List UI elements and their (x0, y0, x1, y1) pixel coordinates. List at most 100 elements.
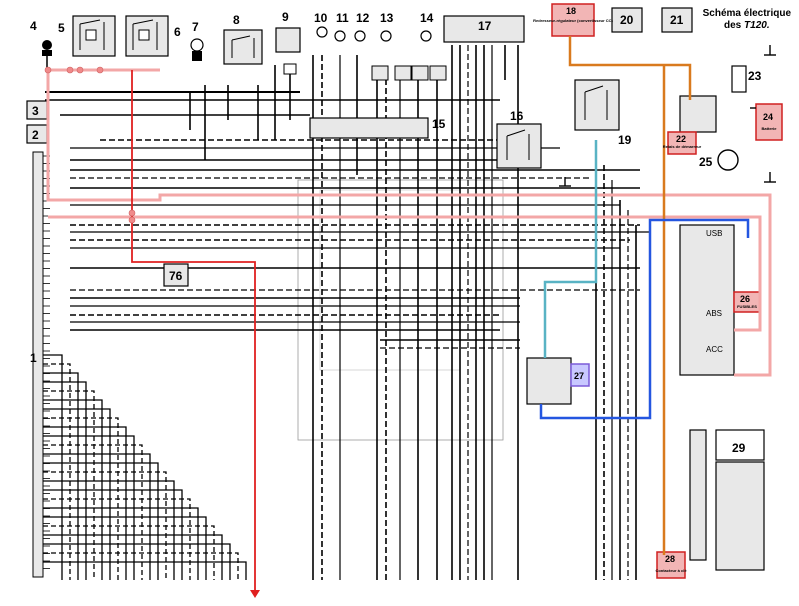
component-descriptions: Redresseur-régulateur (convertisseur CC)… (533, 18, 777, 573)
relay-27-label-box (570, 363, 590, 387)
connector-17-block (443, 15, 525, 43)
label-comp-21: 21 (670, 13, 684, 27)
connectors-10-14 (371, 65, 447, 81)
component-76-box (163, 263, 189, 287)
label-comp-14: 14 (420, 11, 434, 25)
left-staircase-wires (43, 354, 247, 580)
staircase-wire (43, 372, 79, 580)
staircase-wire (43, 462, 159, 580)
component-9-connector (283, 63, 297, 75)
staircase-wire (43, 480, 175, 580)
colored-wires (46, 36, 772, 595)
bulbs-10-14 (316, 26, 432, 42)
relay-27-box (526, 357, 572, 405)
component-20-box (611, 7, 643, 33)
label-comp-24: 24 (763, 112, 773, 122)
staircase-wire (43, 354, 63, 580)
label-comp-16: 16 (510, 109, 524, 123)
relay-8-box (223, 29, 263, 65)
starter-relay-box (679, 95, 717, 133)
bulb-7-symbol (190, 38, 204, 61)
component-15-box (309, 117, 429, 139)
staircase-wire (43, 399, 103, 580)
label-comp-2: 2 (32, 128, 39, 142)
title-line-2: des T120. (703, 20, 791, 32)
desc-comp-22: Relais de démarreur (663, 144, 702, 149)
label-comp-4: 4 (30, 19, 37, 33)
connector-1-block (32, 151, 44, 578)
pink-wire-2 (48, 215, 762, 332)
staircase-wire (43, 525, 215, 580)
label-comp-12: 12 (356, 11, 370, 25)
component-29-grid (715, 461, 765, 571)
cyan-wire (543, 140, 598, 358)
staircase-wire (43, 543, 231, 580)
label-comp-5: 5 (58, 21, 65, 35)
label-comp-11: 11 (336, 11, 349, 25)
label-comp-13: 13 (380, 11, 394, 25)
label-comp-22: 22 (676, 134, 686, 144)
label-comp-18: 18 (566, 6, 576, 16)
staircase-wire (43, 408, 111, 580)
ignition-label-box (656, 551, 686, 579)
horn-symbol (42, 40, 52, 70)
starter-motor-symbol (717, 149, 739, 171)
label-comp-23: 23 (748, 69, 762, 83)
relay-5-coil (85, 29, 97, 41)
component-18-box (551, 3, 595, 37)
staircase-wire (43, 381, 87, 580)
component-22-label-box (667, 131, 697, 155)
relay-6-switch (132, 19, 158, 50)
staircase-wire (43, 444, 143, 580)
label-comp-6: 6 (174, 25, 181, 39)
label-comp-20: 20 (620, 13, 634, 27)
label-comp-15: 15 (432, 117, 446, 131)
desc-comp-26: FUSIBLES (737, 304, 757, 309)
label-comp-27: 27 (574, 371, 584, 381)
staircase-wire (43, 552, 239, 580)
label-comp-1: 1 (30, 351, 37, 365)
staircase-wire (43, 534, 223, 580)
label-comp-17: 17 (478, 19, 492, 33)
relay-5-switch (79, 19, 105, 50)
junction-dots (44, 66, 136, 224)
relay-16-box (496, 123, 542, 169)
desc-comp-28: Contacteur à clé (655, 568, 687, 573)
relay-16-switch (506, 129, 530, 160)
label-comp-25: 25 (699, 155, 713, 169)
label-comp-9: 9 (282, 10, 289, 24)
red-wire-arrow (250, 590, 260, 598)
vertical-harness (189, 45, 637, 580)
fuse-label-usb: USB (706, 229, 722, 238)
relay-8-switch (231, 35, 255, 58)
label-comp-8: 8 (233, 13, 240, 27)
staircase-wire (43, 507, 199, 580)
fuse-label-acc: ACC (706, 345, 723, 354)
ground-symbols (559, 45, 776, 187)
title-model: T120. (744, 20, 770, 31)
staircase-wire (43, 498, 191, 580)
staircase-wire (43, 417, 119, 580)
top-harness (45, 91, 650, 349)
label-comp-10: 10 (314, 11, 328, 25)
blue-wire (539, 218, 750, 420)
staircase-wire (43, 435, 135, 580)
staircase-wire (43, 426, 127, 580)
orange-wire (568, 36, 692, 100)
component-9-box (275, 27, 301, 53)
label-comp-19: 19 (618, 133, 632, 147)
label-comp-76: 76 (169, 269, 183, 283)
fuse-label-abs: ABS (706, 309, 722, 318)
ignition-switch-block (689, 429, 707, 561)
label-comp-28: 28 (665, 554, 675, 564)
relay-19-switch (584, 85, 608, 120)
staircase-wire (43, 489, 183, 580)
title-line-1: Schéma électrique (702, 8, 791, 19)
desc-comp-24: Batterie (762, 126, 778, 131)
label-comp-7: 7 (192, 20, 199, 34)
battery-box (755, 103, 783, 141)
staircase-wire (43, 561, 247, 580)
component-labels: 4 5 6 7 8 9 10 11 12 13 14 15 16 17 19 2… (30, 6, 773, 564)
